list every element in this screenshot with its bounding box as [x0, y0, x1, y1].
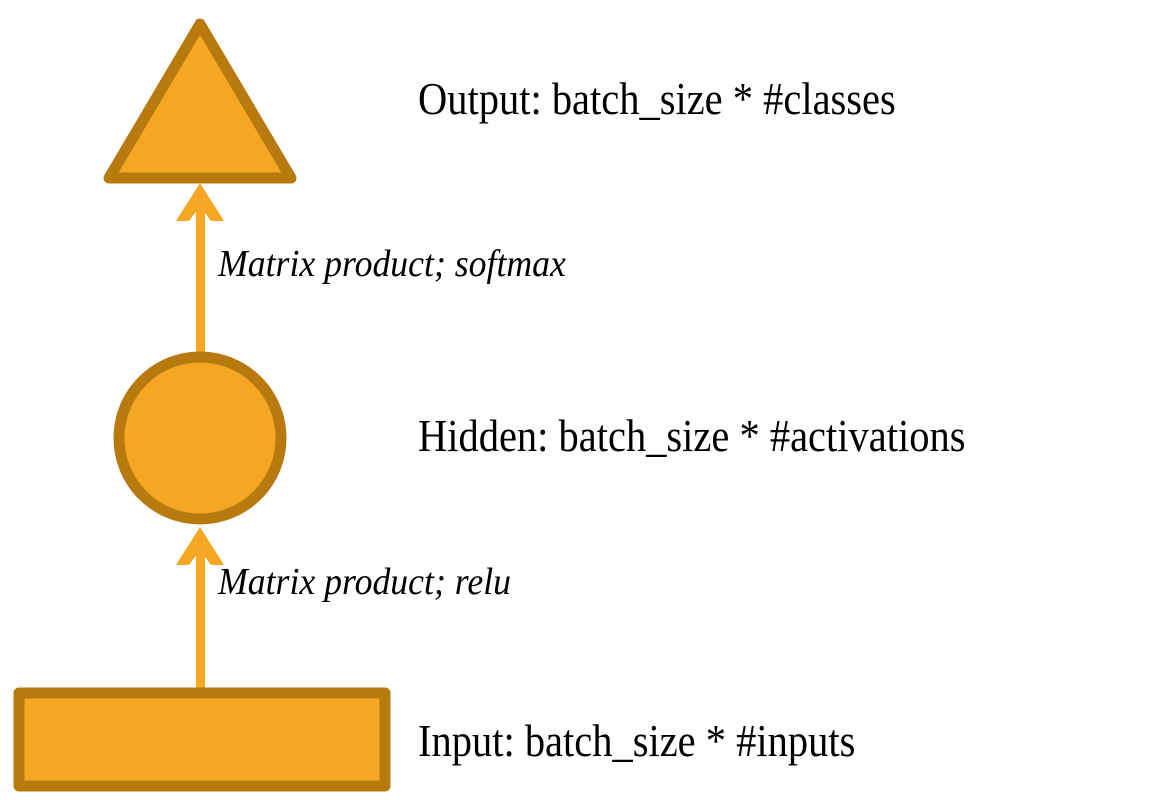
- arrow-head: [176, 183, 224, 221]
- triangle-shape[interactable]: [103, 18, 297, 184]
- arrow-head: [176, 527, 224, 565]
- rectangle-shape[interactable]: [13, 687, 391, 792]
- arrow-hidden-to-output: [176, 183, 224, 356]
- arrow-shaft: [196, 196, 205, 356]
- arrow-shaft: [196, 542, 205, 690]
- arrow-input-to-hidden: [176, 527, 224, 690]
- hidden-layer-label: Hidden: batch_size * #activations: [418, 410, 966, 461]
- edge-label-input-to-hidden: Matrix product; relu: [218, 561, 511, 603]
- output-layer-label: Output: batch_size * #classes: [418, 73, 896, 124]
- edge-label-hidden-to-output: Matrix product; softmax: [218, 243, 566, 285]
- circle-shape[interactable]: [113, 351, 287, 525]
- input-layer-label: Input: batch_size * #inputs: [418, 715, 856, 766]
